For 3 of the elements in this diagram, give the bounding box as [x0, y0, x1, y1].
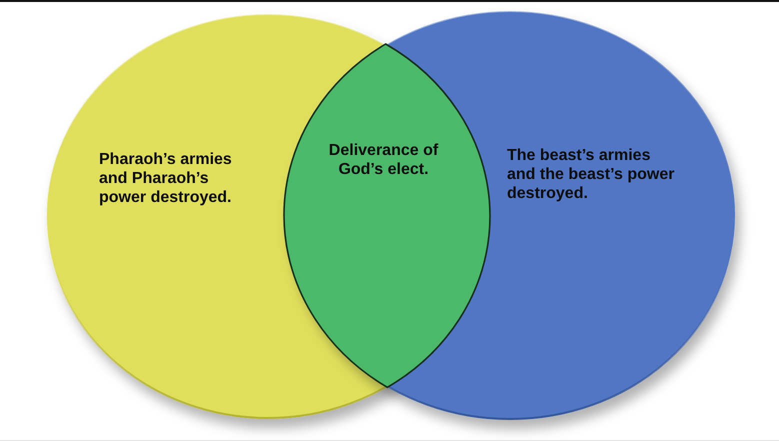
region-label: The beast’s armies and the beast’s power destroyed. [507, 146, 676, 203]
region-label: Deliverance of God’s elect. [328, 140, 440, 179]
region-label: Pharaoh’s armies and Pharaoh’s power destroyed. [99, 150, 233, 207]
